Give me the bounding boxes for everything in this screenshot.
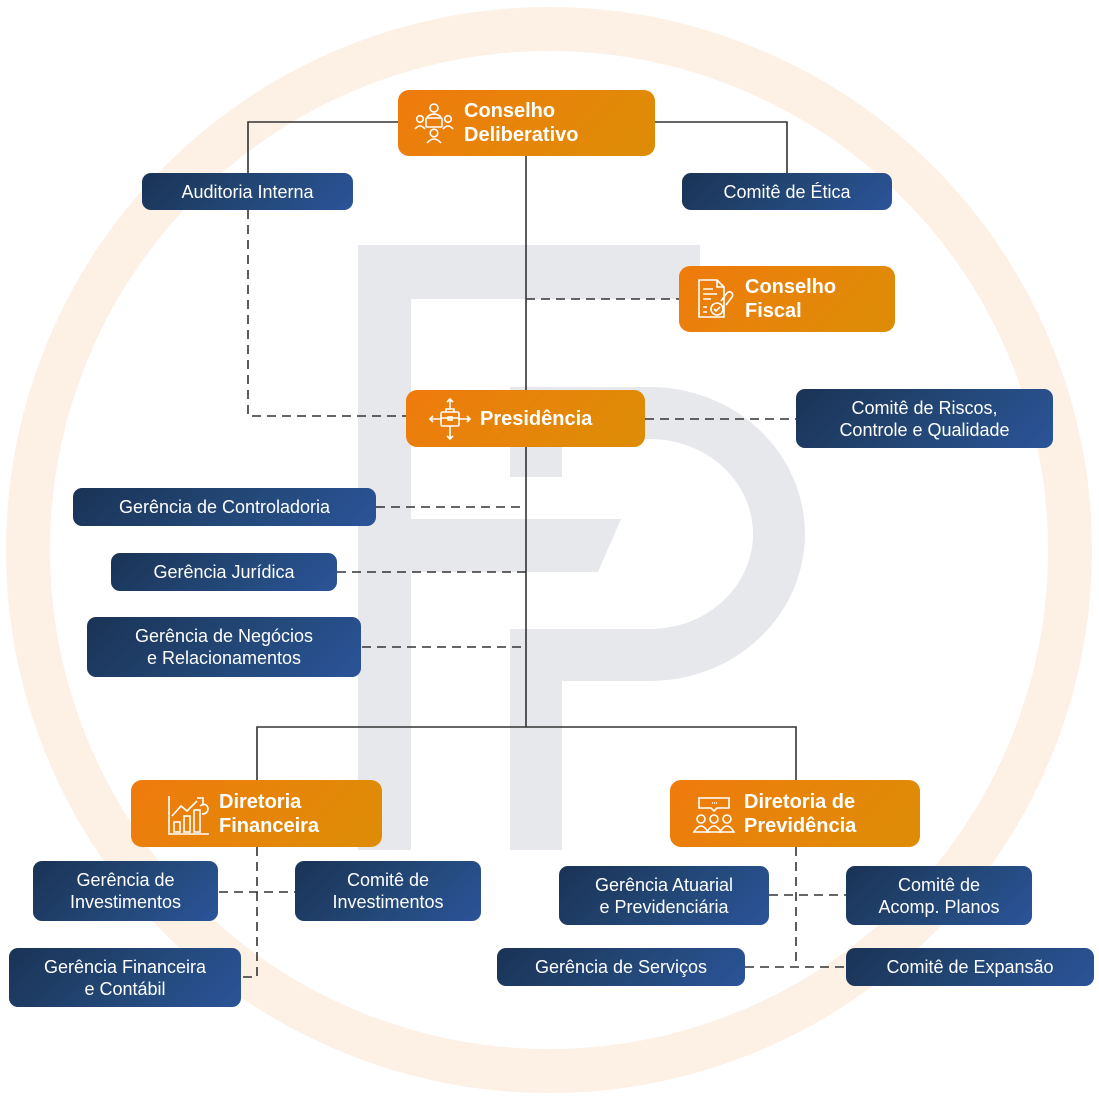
node-auditoria-interna[interactable]: Auditoria Interna bbox=[142, 173, 353, 210]
meeting-table-icon bbox=[414, 103, 454, 144]
node-gerencia-financeira[interactable]: Gerência Financeira e Contábil bbox=[9, 948, 241, 1007]
node-label: Comitê de Riscos, Controle e Qualidade bbox=[839, 397, 1010, 440]
node-conselho-fiscal[interactable]: Conselho Fiscal bbox=[679, 266, 895, 332]
node-label: Gerência de Negócios e Relacionamentos bbox=[134, 626, 314, 668]
node-comite-etica[interactable]: Comitê de Ética bbox=[682, 173, 892, 210]
node-conselho-deliberativo[interactable]: Conselho Deliberativo bbox=[398, 90, 655, 156]
document-stamp-icon bbox=[698, 279, 734, 318]
node-presidencia[interactable]: Presidência bbox=[406, 390, 645, 447]
node-gerencia-atuarial[interactable]: Gerência Atuarial e Previdenciária bbox=[559, 866, 769, 925]
group-chat-icon bbox=[692, 796, 736, 833]
connector-auditoria-presidencia bbox=[247, 210, 406, 417]
node-label: Gerência de Controladoria bbox=[118, 497, 331, 517]
briefcase-arrows-icon bbox=[428, 397, 472, 440]
node-gerencia-investimentos[interactable]: Gerência de Investimentos bbox=[33, 861, 218, 921]
node-comite-expansao[interactable]: Comitê de Expansão bbox=[846, 948, 1094, 986]
node-label: Auditoria Interna bbox=[181, 181, 314, 202]
node-label: Comitê de Investimentos bbox=[332, 870, 444, 912]
node-comite-riscos[interactable]: Comitê de Riscos, Controle e Qualidade bbox=[796, 389, 1053, 448]
node-label: Conselho Fiscal bbox=[745, 276, 837, 322]
node-label: Gerência Jurídica bbox=[153, 562, 295, 582]
background-ring bbox=[6, 7, 1092, 1093]
node-label: Comitê de Acomp. Planos bbox=[878, 874, 1000, 917]
node-label: Conselho Deliberativo bbox=[464, 100, 579, 146]
growth-chart-icon bbox=[168, 795, 209, 835]
connector-presidencia-diretorias bbox=[256, 447, 797, 780]
node-label: Gerência Financeira e Contábil bbox=[43, 956, 207, 999]
node-gerencia-servicos[interactable]: Gerência de Serviços bbox=[497, 948, 745, 986]
node-label: Gerência de Investimentos bbox=[69, 870, 182, 912]
node-label: Gerência Atuarial e Previdenciária bbox=[594, 874, 734, 917]
node-diretoria-previdencia[interactable]: Diretoria de Previdência bbox=[670, 780, 920, 847]
node-label: Diretoria de Previdência bbox=[744, 790, 857, 837]
connector-deliberativo-etica bbox=[655, 121, 788, 176]
node-label: Comitê de Ética bbox=[723, 181, 851, 202]
connector-financeira-branch bbox=[240, 847, 258, 978]
node-gerencia-negocios[interactable]: Gerência de Negócios e Relacionamentos bbox=[87, 617, 361, 677]
node-label: Gerência de Serviços bbox=[534, 957, 708, 977]
node-gerencia-controladoria[interactable]: Gerência de Controladoria bbox=[73, 488, 376, 526]
node-label: Comitê de Expansão bbox=[886, 957, 1054, 977]
node-label: Presidência bbox=[480, 407, 593, 430]
node-comite-acomp-planos[interactable]: Comitê de Acomp. Planos bbox=[846, 866, 1032, 925]
node-label: Diretoria Financeira bbox=[219, 790, 320, 837]
node-comite-investimentos[interactable]: Comitê de Investimentos bbox=[295, 861, 481, 921]
node-gerencia-juridica[interactable]: Gerência Jurídica bbox=[111, 553, 337, 591]
node-diretoria-financeira[interactable]: Diretoria Financeira bbox=[131, 780, 382, 847]
connector-deliberativo-auditoria bbox=[247, 121, 398, 176]
